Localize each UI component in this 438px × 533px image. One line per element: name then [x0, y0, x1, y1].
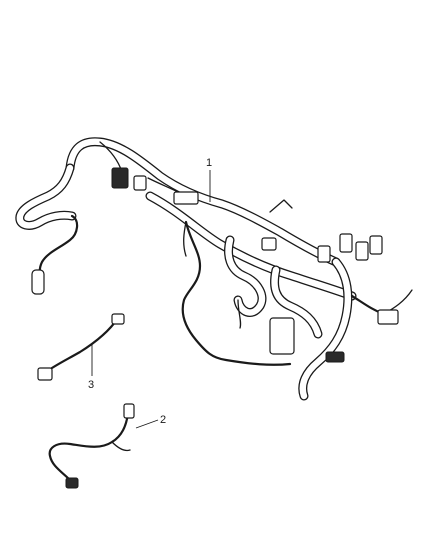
- jumper-wiring-harness: 2: [48, 403, 166, 489]
- jumper-bottom-connector: [65, 477, 79, 489]
- callout-2-leader: [135, 419, 159, 429]
- callout-3: 3: [88, 379, 94, 391]
- mounting-clip: [269, 199, 293, 213]
- callout-1: 1: [206, 157, 212, 169]
- upper-connector: [111, 167, 129, 189]
- lower-connector: [325, 351, 345, 363]
- far-right-connector: [377, 309, 399, 325]
- trunk-connector: [173, 191, 199, 205]
- callout-2: 2: [160, 414, 166, 426]
- left-drop-connector: [31, 269, 45, 295]
- jumper-top-connector: [123, 403, 135, 419]
- right-connector-a: [317, 245, 331, 263]
- short-wiring-harness: 3: [37, 313, 125, 391]
- right-connector-b: [339, 233, 353, 253]
- short-harness-bottom-connector: [37, 367, 53, 381]
- right-connector-d: [369, 235, 383, 255]
- mid-connector: [261, 237, 277, 251]
- short-harness-top-connector: [111, 313, 125, 325]
- fuse-block-connector: [269, 317, 295, 355]
- right-connector-c: [355, 241, 369, 261]
- main-wiring-harness: 1: [15, 137, 413, 401]
- upper-connector-2: [133, 175, 147, 191]
